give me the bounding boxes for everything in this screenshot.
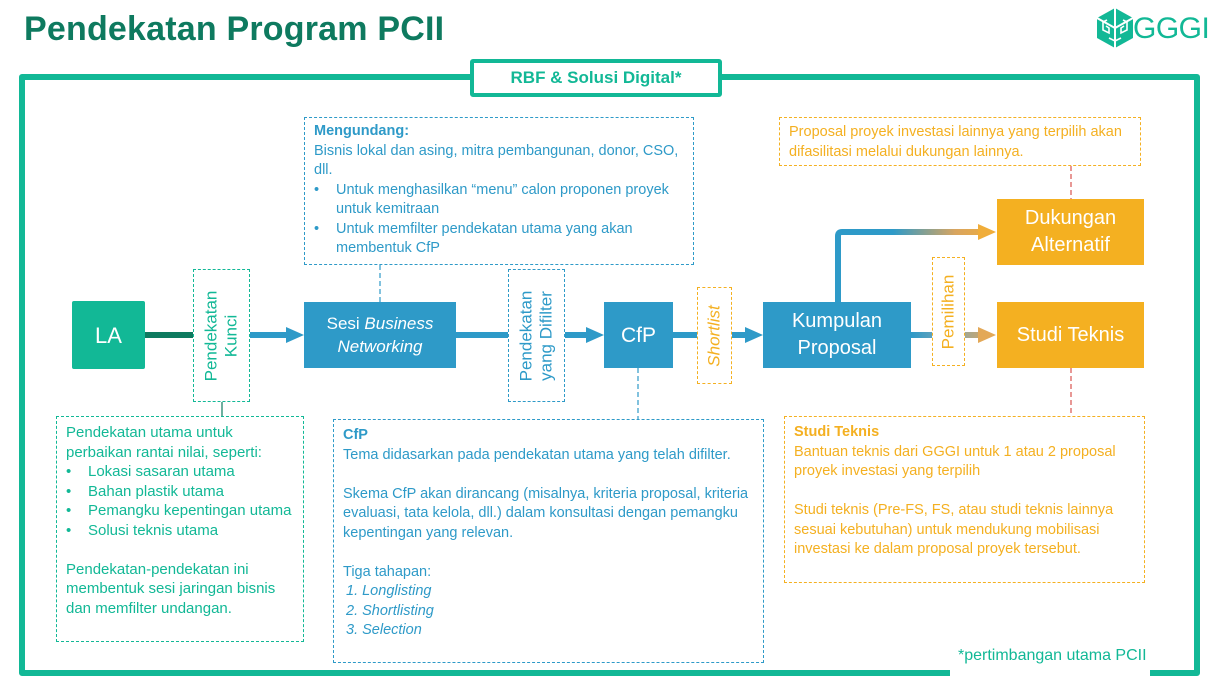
node-text: Kumpulan [791,310,883,332]
node-text: Networking [337,337,423,356]
note-bullet: Untuk menghasilkan “menu” calon proponen… [314,181,684,220]
stage-item: 2. Shortlisting [346,602,434,619]
note-heading: CfP [343,427,368,443]
note-mengundang: Mengundang: Bisnis lokal dan asing, mitr… [304,117,694,265]
node-studi-teknis: Studi Teknis [997,302,1144,368]
note-text: Pendekatan-pendekatan ini membentuk sesi… [66,560,276,617]
label-text: Pendekatan [516,290,536,381]
note-text: Tema didasarkan pada pendekatan utama ya… [343,446,731,463]
stage-item: 3. Selection [346,622,422,638]
node-la: LA [72,301,145,369]
label-pemilihan: Pemilihan [932,257,965,366]
frame-gap [950,660,1150,700]
arrowhead-dukungan [978,224,996,240]
label-text: yang Difilter [536,290,556,381]
note-bullet: Untuk memfilter pendekatan utama yang ak… [314,220,684,259]
note-bullet: Bahan plastik utama [66,482,294,502]
node-text: Dukungan [1024,207,1117,229]
label-shortlist: Shortlist [697,287,732,384]
gggi-logo: GGGI [1095,6,1223,50]
node-cfp: CfP [604,302,673,368]
footnote: *pertimbangan utama PCII [958,647,1147,664]
note-studi-teknis: Studi Teknis Bantuan teknis dari GGGI un… [784,416,1145,583]
note-cfp: CfP Tema didasarkan pada pendekatan utam… [333,419,764,663]
frame-label: RBF & Solusi Digital* [470,59,722,97]
note-proposal-lain: Proposal proyek investasi lainnya yang t… [779,117,1141,166]
node-text: Business [364,314,434,333]
label-text: Kunci [221,314,241,357]
page-title: Pendekatan Program PCII [24,10,445,48]
note-text: Bantuan teknis dari GGGI untuk 1 atau 2 … [794,443,1116,480]
node-text: Alternatif [1031,234,1110,256]
note-heading: Mengundang: [314,123,410,139]
note-text: Bisnis lokal dan asing, mitra pembanguna… [314,142,679,179]
note-bullet: Lokasi sasaran utama [66,462,294,482]
gggi-cube-icon [1096,8,1134,48]
note-text: Studi teknis (Pre-FS, FS, atau studi tek… [794,502,1114,557]
arrowhead-studi [978,327,996,343]
label-text: Shortlist [704,304,724,367]
arrowhead-cfp [586,327,604,343]
arrowhead-sesi [286,327,304,343]
stage-item: 1. Longlisting [346,583,432,599]
note-text: Pendekatan utama untuk perbaikan rantai … [66,424,262,461]
node-text: Proposal [797,337,877,359]
note-pendekatan-kunci: Pendekatan utama untuk perbaikan rantai … [56,416,304,642]
note-text: Tiga tahapan: [343,563,432,580]
label-text: Pemilihan [938,274,958,349]
note-text: Skema CfP akan dirancang (misalnya, krit… [343,485,749,541]
arrowhead-kumpulan [745,327,763,343]
label-text: Pendekatan [201,290,221,381]
note-bullet: Pemangku kepentingan utama [66,501,294,521]
node-text: Sesi [326,314,365,333]
note-heading: Studi Teknis [794,424,880,440]
connector-kumpulan-dukungan-vertical [835,229,850,302]
note-bullet: Solusi teknis utama [66,521,294,541]
logo-text: GGGI [1133,12,1210,45]
